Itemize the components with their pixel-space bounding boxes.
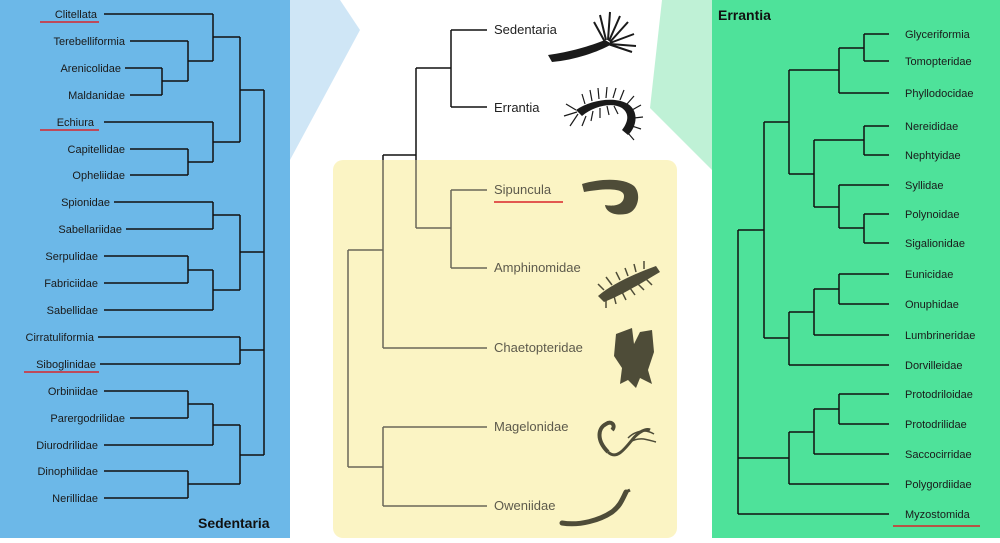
taxon-label: Nereididae (905, 121, 958, 133)
taxon-label: Glyceriformia (905, 29, 971, 41)
taxon-label: Clitellata (55, 9, 98, 21)
errantia-tree (737, 33, 889, 515)
amphinomidae-icon (597, 261, 660, 308)
taxon-label: Cirratuliformia (26, 332, 95, 344)
errantia-connector-wedge (650, 0, 712, 170)
taxon-label-errantia: Errantia (494, 100, 540, 115)
taxon-label: Protodriloidae (905, 389, 973, 401)
taxon-label: Eunicidae (905, 269, 953, 281)
sedentaria-connector-wedge (290, 0, 360, 160)
taxon-label: Dinophilidae (37, 466, 98, 478)
taxon-label: Siboglinidae (36, 359, 96, 371)
center-tree-basal (347, 160, 487, 507)
taxon-label: Phyllodocidae (905, 88, 974, 100)
taxon-label-sedentaria: Sedentaria (494, 22, 558, 37)
magelonidae-icon (597, 420, 657, 457)
taxon-label: Diurodrilidae (36, 440, 98, 452)
taxon-label: Terebelliformia (53, 36, 125, 48)
sedentaria-panel-title: Sedentaria (198, 515, 270, 531)
errantia-panel (712, 0, 1000, 538)
taxon-label: Orbiniidae (48, 386, 98, 398)
taxon-label: Maldanidae (68, 90, 125, 102)
oweniidae-icon (559, 488, 631, 527)
taxon-label: Tomopteridae (905, 56, 972, 68)
taxon-label: Nephtyidae (905, 150, 961, 162)
taxon-label: Polynoidae (905, 209, 959, 221)
taxon-label-magelonidae: Magelonidae (494, 419, 568, 434)
taxon-label: Saccocirridae (905, 449, 972, 461)
basal-lineages-box (333, 160, 677, 538)
taxon-label: Nerillidae (52, 493, 98, 505)
taxon-label: Arenicolidae (60, 63, 121, 75)
errantia-worm-icon (563, 86, 644, 141)
taxon-label-amphinomidae: Amphinomidae (494, 260, 581, 275)
taxon-label: Dorvilleidae (905, 360, 962, 372)
taxon-label: Onuphidae (905, 299, 959, 311)
taxon-label: Sabellariidae (58, 224, 122, 236)
taxon-label: Fabriciidae (44, 278, 98, 290)
chaetopteridae-icon (614, 328, 654, 388)
taxon-label: Spionidae (61, 197, 110, 209)
taxon-label: Myzostomida (905, 509, 971, 521)
taxon-label: Syllidae (905, 180, 944, 192)
center-tree-upper (382, 29, 487, 160)
sedentaria-labels: Clitellata Terebelliformia Arenicolidae … (26, 9, 126, 505)
sedentaria-tree (98, 13, 265, 499)
taxon-label-sipuncula: Sipuncula (494, 182, 552, 197)
taxon-label-oweniidae: Oweniidae (494, 498, 555, 513)
taxon-label: Serpulidae (45, 251, 98, 263)
taxon-label-chaetopteridae: Chaetopteridae (494, 340, 583, 355)
taxon-label: Parergodrilidae (50, 413, 125, 425)
taxon-label: Sigalionidae (905, 238, 965, 250)
taxon-label: Capitellidae (68, 144, 125, 156)
errantia-labels: Glyceriformia Tomopteridae Phyllodocidae… (905, 29, 975, 521)
sedentaria-panel (0, 0, 290, 538)
taxon-label: Protodrilidae (905, 419, 967, 431)
taxon-label: Sabellidae (47, 305, 98, 317)
taxon-label: Echiura (57, 117, 95, 129)
sedentaria-worm-icon (548, 11, 637, 62)
taxon-label: Polygordiidae (905, 479, 972, 491)
taxon-label: Lumbrineridae (905, 330, 975, 342)
sipuncula-icon (582, 179, 639, 215)
errantia-panel-title: Errantia (718, 7, 771, 23)
taxon-label: Opheliidae (72, 170, 125, 182)
